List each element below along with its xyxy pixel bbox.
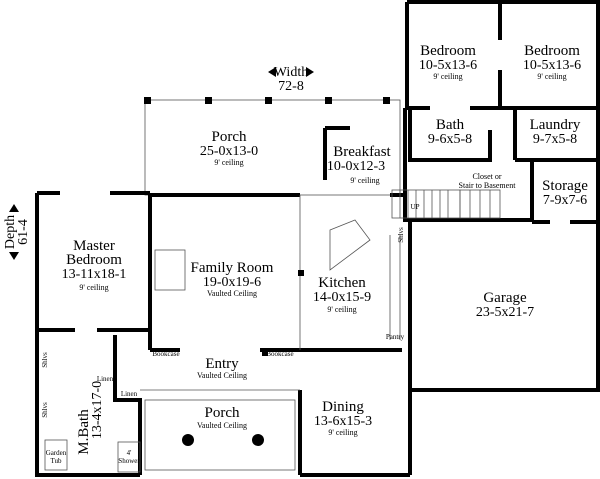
shelves-label-kitchen: Shlvs: [397, 227, 405, 243]
room-name: Laundry: [530, 117, 581, 133]
room-name: Bedroom: [420, 43, 476, 59]
room-ceiling: 9' ceiling: [537, 72, 566, 81]
upper-wing-walls: [405, 0, 600, 235]
width-value: 72-8: [278, 79, 304, 94]
room-name-2: Bedroom: [66, 252, 122, 268]
stair-up-label: UP: [411, 203, 420, 211]
depth-label: Depth: [3, 215, 18, 249]
room-name: Master: [73, 238, 115, 254]
room-name: M.Bath: [76, 409, 92, 455]
room-breakfast: Breakfast 10-0x12-3 9' ceiling: [327, 144, 392, 185]
room-kitchen: Kitchen 14-0x15-9 9' ceiling: [313, 275, 371, 314]
room-name: Porch: [212, 129, 247, 145]
shower-line2: Shower: [118, 457, 140, 465]
width-dimension: Width 72-8: [268, 65, 314, 94]
room-name: Storage: [542, 178, 588, 194]
kitchen-counter: [389, 235, 401, 340]
room-dims: 9-7x5-8: [533, 132, 577, 147]
room-ceiling: Vaulted Ceiling: [207, 289, 257, 298]
room-dims: 19-0x19-6: [203, 275, 261, 290]
room-porch-front: Porch Vaulted Ceiling: [197, 405, 247, 430]
breakfast-walls: [323, 108, 407, 195]
depth-dimension: Depth 61-4: [3, 204, 31, 260]
room-dims: 10-5x13-6: [419, 58, 477, 73]
room-porch-rear: Porch 25-0x13-0 9' ceiling: [200, 129, 258, 167]
linen-label-2: Linen: [121, 390, 138, 398]
room-ceiling: 9' ceiling: [327, 305, 356, 314]
room-name: Entry: [205, 356, 239, 372]
room-storage: Storage 7-9x7-6: [542, 178, 588, 208]
room-name: Garage: [483, 290, 527, 306]
room-ceiling: Vaulted Ceiling: [197, 371, 247, 380]
room-dining: Dining 13-6x15-3 9' ceiling: [314, 399, 372, 437]
width-label: Width: [274, 65, 308, 80]
room-name: Dining: [322, 399, 364, 415]
linen-label-1: Linen: [97, 375, 114, 383]
bookcase-label-right: Bookcase: [266, 350, 293, 358]
shower-line1: 4': [127, 449, 132, 457]
room-dims: 13-11x18-1: [62, 267, 127, 282]
room-ceiling: 9' ceiling: [79, 283, 108, 292]
shelves-label-2: Shlvs: [41, 402, 49, 418]
room-dims: 10-0x12-3: [327, 159, 385, 174]
room-laundry: Laundry 9-7x5-8: [530, 117, 581, 147]
room-garage: Garage 23-5x21-7: [476, 290, 534, 320]
shelves-label-1: Shlvs: [41, 352, 49, 368]
room-name: Family Room: [191, 260, 274, 276]
room-dims: 13-6x15-3: [314, 414, 372, 429]
room-bedroom-1: Bedroom 10-5x13-6 9' ceiling: [419, 43, 477, 81]
room-ceiling: 9' ceiling: [328, 428, 357, 437]
fireplace: [154, 249, 186, 291]
room-bath: Bath 9-6x5-8: [428, 117, 472, 147]
room-dims: 14-0x15-9: [313, 290, 371, 305]
closet-note: Closet or Stair to Basement UP: [411, 172, 517, 211]
room-master-bath: M.Bath 13-4x17-0: [76, 381, 105, 455]
room-dims: 25-0x13-0: [200, 144, 258, 159]
room-name: Kitchen: [318, 275, 366, 291]
room-dims: 13-4x17-0: [90, 381, 105, 439]
room-name: Bath: [436, 117, 465, 133]
room-ceiling: Vaulted Ceiling: [197, 421, 247, 430]
stairs: [391, 189, 501, 219]
room-master-bedroom: Master Bedroom 13-11x18-1 9' ceiling: [62, 238, 127, 292]
closet-line1: Closet or: [472, 172, 501, 181]
room-dims: 23-5x21-7: [476, 305, 534, 320]
room-dims: 7-9x7-6: [543, 193, 587, 208]
room-family-room: Family Room 19-0x19-6 Vaulted Ceiling: [191, 260, 274, 298]
room-bedroom-2: Bedroom 10-5x13-6 9' ceiling: [523, 43, 581, 81]
room-entry: Entry Vaulted Ceiling: [197, 356, 247, 380]
garden-tub: Garden Tub: [44, 439, 68, 471]
bookcase-label-left: Bookcase: [152, 350, 179, 358]
main-walls: [35, 191, 600, 477]
garden-tub-line1: Garden: [46, 449, 67, 457]
room-dims: 9-6x5-8: [428, 132, 472, 147]
garden-tub-line2: Tub: [50, 457, 62, 465]
closet-line2: Stair to Basement: [459, 181, 517, 190]
front-porch: [144, 270, 304, 471]
depth-value: 61-4: [16, 219, 31, 245]
kitchen-island: [329, 219, 371, 271]
room-name: Porch: [205, 405, 240, 421]
room-ceiling: 9' ceiling: [433, 72, 462, 81]
pantry-label: Pantry: [386, 333, 405, 341]
shower: 4' Shower: [117, 441, 141, 473]
room-name: Breakfast: [333, 144, 391, 160]
room-ceiling: 9' ceiling: [214, 158, 243, 167]
room-ceiling: 9' ceiling: [350, 176, 379, 185]
room-dims: 10-5x13-6: [523, 58, 581, 73]
room-name: Bedroom: [524, 43, 580, 59]
